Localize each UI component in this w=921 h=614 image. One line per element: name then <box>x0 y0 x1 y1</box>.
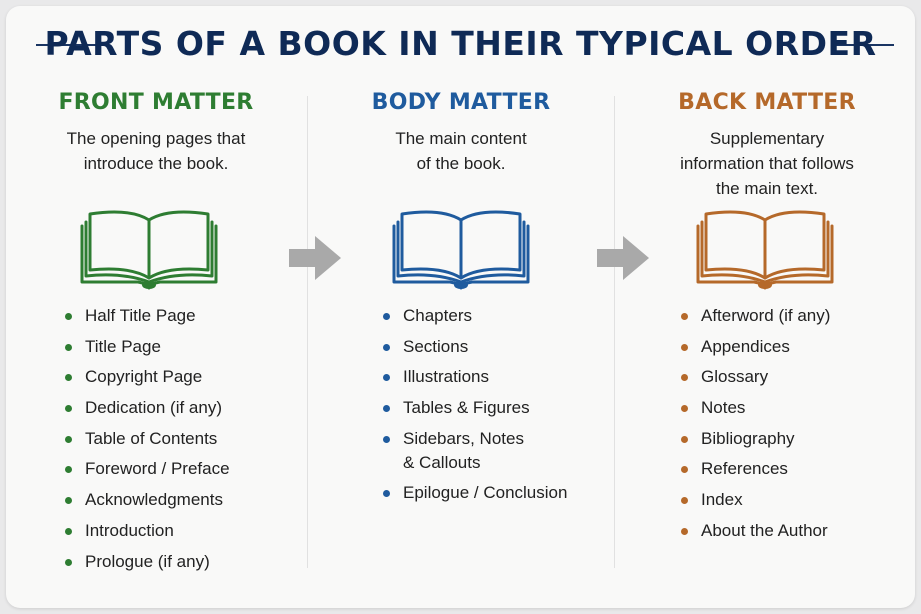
list-item-label: Tables & Figures <box>403 398 530 418</box>
bullet <box>681 435 688 443</box>
list-item-label: Title Page <box>85 336 161 356</box>
page-title: PARTS OF A BOOK IN THEIR TYPICAL ORDER <box>44 24 877 63</box>
bullet <box>681 313 688 320</box>
list-item: Title Page <box>65 335 295 359</box>
list-item-label: Notes <box>701 398 746 418</box>
back-matter-column: BACK MATTER Supplementary information th… <box>632 84 902 201</box>
column-divider <box>614 96 615 568</box>
bullet <box>65 466 72 474</box>
list-item: Notes <box>681 396 901 420</box>
list-item: About the Author <box>681 519 901 543</box>
open-book-icon <box>696 210 834 290</box>
bullet <box>383 343 390 351</box>
list-item-label: Chapters <box>403 306 472 325</box>
back-matter-description: Supplementary information that follows t… <box>680 129 854 198</box>
open-book-icon <box>80 210 218 290</box>
list-item-label: Bibliography <box>701 428 795 448</box>
bullet <box>383 435 390 443</box>
list-item-label: Sidebars, Notes & Callouts <box>403 428 524 472</box>
body-matter-column: BODY MATTER The main content of the book… <box>326 84 596 176</box>
list-item: Introduction <box>65 519 295 543</box>
bullet <box>681 374 688 382</box>
open-book-icon <box>392 210 530 290</box>
list-item: Epilogue / Conclusion <box>383 481 598 505</box>
list-item-label: Afterword (if any) <box>701 306 831 325</box>
list-item: Foreword / Preface <box>65 457 295 481</box>
column-divider <box>307 96 308 568</box>
list-item: Copyright Page <box>65 365 295 389</box>
list-item: Chapters <box>383 304 598 328</box>
list-item-label: Copyright Page <box>85 367 203 387</box>
bullet <box>65 558 72 566</box>
list-item-label: Half Title Page <box>85 306 196 325</box>
body-matter-description: The main content of the book. <box>395 129 527 173</box>
list-item-label: Acknowledgments <box>85 490 223 510</box>
list-item: Index <box>681 488 901 512</box>
list-item-label: Index <box>701 490 743 510</box>
list-item-label: References <box>701 459 788 479</box>
bullet <box>65 313 72 320</box>
list-item: Acknowledgments <box>65 488 295 512</box>
list-item: Glossary <box>681 365 901 389</box>
arrow-right-icon <box>289 236 341 280</box>
bullet <box>681 527 688 535</box>
list-item: Dedication (if any) <box>65 396 295 420</box>
bullet <box>65 435 72 443</box>
list-item-label: Table of Contents <box>85 428 218 448</box>
list-item: References <box>681 457 901 481</box>
list-item-label: Dedication (if any) <box>85 398 223 418</box>
back-matter-list: Afterword (if any) Appendices Glossary N… <box>681 304 901 550</box>
bullet <box>383 405 390 413</box>
bullet <box>681 466 688 474</box>
list-item: Appendices <box>681 335 901 359</box>
bullet <box>65 374 72 382</box>
bullet <box>681 497 688 505</box>
front-matter-list: Half Title Page Title Page Copyright Pag… <box>65 304 295 580</box>
bullet <box>383 374 390 382</box>
title-rule-left <box>36 44 108 46</box>
list-item: Afterword (if any) <box>681 304 901 328</box>
list-item-label: Introduction <box>85 520 174 540</box>
list-item: Sections <box>383 335 598 359</box>
bullet <box>681 405 688 413</box>
bullet <box>383 313 390 320</box>
list-item: Half Title Page <box>65 304 295 328</box>
arrow-right-icon <box>597 236 649 280</box>
list-item: Table of Contents <box>65 427 295 451</box>
list-item: Tables & Figures <box>383 396 598 420</box>
list-item-label: Glossary <box>701 367 769 387</box>
list-item: Illustrations <box>383 365 598 389</box>
bullet <box>65 497 72 505</box>
list-item-label: Epilogue / Conclusion <box>403 483 568 503</box>
list-item-label: Prologue (if any) <box>85 551 210 571</box>
bullet <box>65 527 72 535</box>
list-item-label: Sections <box>403 336 469 356</box>
list-item: Sidebars, Notes & Callouts <box>383 427 533 475</box>
bullet <box>681 343 688 351</box>
bullet <box>65 405 72 413</box>
bullet <box>383 490 390 498</box>
bullet <box>65 343 72 351</box>
title-rule-right <box>836 44 894 46</box>
front-matter-heading: FRONT MATTER <box>58 90 254 115</box>
back-matter-heading: BACK MATTER <box>678 90 856 115</box>
body-matter-heading: BODY MATTER <box>371 90 551 115</box>
list-item: Bibliography <box>681 427 901 451</box>
list-item-label: Appendices <box>701 336 790 356</box>
list-item-label: Illustrations <box>403 367 489 387</box>
front-matter-description: The opening pages that introduce the boo… <box>66 129 246 173</box>
front-matter-column: FRONT MATTER The opening pages that intr… <box>21 84 291 176</box>
list-item: Prologue (if any) <box>65 550 295 574</box>
body-matter-list: Chapters Sections Illustrations Tables &… <box>383 304 598 512</box>
infographic-card <box>6 6 915 608</box>
list-item-label: About the Author <box>701 520 828 540</box>
list-item-label: Foreword / Preface <box>85 459 230 479</box>
